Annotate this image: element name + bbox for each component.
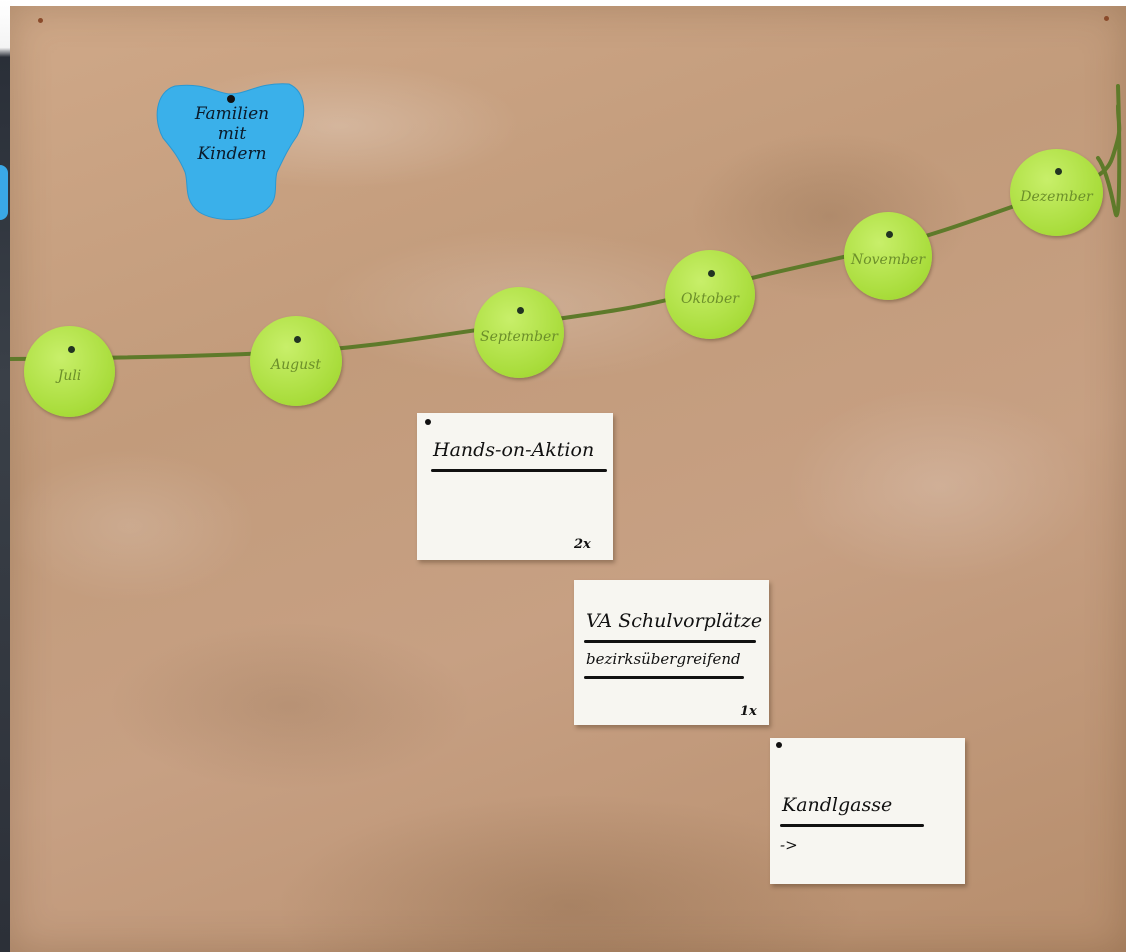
month-label: August xyxy=(271,357,321,373)
card-title: Hands-on-Aktion xyxy=(433,439,595,461)
arrow-icon: -> xyxy=(780,836,798,854)
subtitle-underline xyxy=(584,676,744,679)
month-label: September xyxy=(480,328,558,345)
category-label: Familien mit Kindern xyxy=(194,104,270,164)
card-title: VA Schulvorplätze xyxy=(586,610,763,632)
month-label: Dezember xyxy=(1020,188,1093,205)
month-label: November xyxy=(850,252,926,268)
title-underline xyxy=(780,824,924,827)
title-underline xyxy=(431,469,607,472)
pin-icon xyxy=(776,742,782,748)
corner-pin xyxy=(1104,16,1109,21)
partial-blue-note xyxy=(0,165,8,220)
pin-icon xyxy=(227,95,235,103)
activity-card: VA Schulvorplätze bezirksübergreifend 1x xyxy=(574,580,769,725)
month-dot-august: August xyxy=(250,316,342,406)
corner-pin xyxy=(38,18,43,23)
category-tag: Familien mit Kindern xyxy=(155,80,307,223)
month-label: Juli xyxy=(57,367,82,384)
card-count: 2x xyxy=(574,537,591,552)
activity-card: Kandlgasse -> xyxy=(770,738,965,884)
month-dot-oktober: Oktober xyxy=(665,250,755,339)
pin-icon xyxy=(517,307,525,315)
activity-card: Hands-on-Aktion 2x xyxy=(417,413,613,560)
card-count: 1x xyxy=(740,704,757,719)
card-subtitle: bezirksübergreifend xyxy=(586,650,741,668)
pin-icon xyxy=(67,346,75,354)
month-dot-september: September xyxy=(474,287,564,378)
month-label: Oktober xyxy=(681,290,739,307)
tag-shape xyxy=(156,83,305,220)
background-edge xyxy=(0,0,12,952)
pin-icon xyxy=(294,335,302,343)
pin-icon xyxy=(425,419,431,425)
month-dot-dezember: Dezember xyxy=(1010,149,1103,236)
pin-icon xyxy=(886,231,894,239)
title-underline xyxy=(584,640,756,643)
pin-icon xyxy=(708,269,716,277)
month-dot-juli: Juli xyxy=(24,326,115,417)
month-dot-november: November xyxy=(844,212,932,300)
card-title: Kandlgasse xyxy=(782,794,893,816)
pin-icon xyxy=(1054,168,1062,176)
